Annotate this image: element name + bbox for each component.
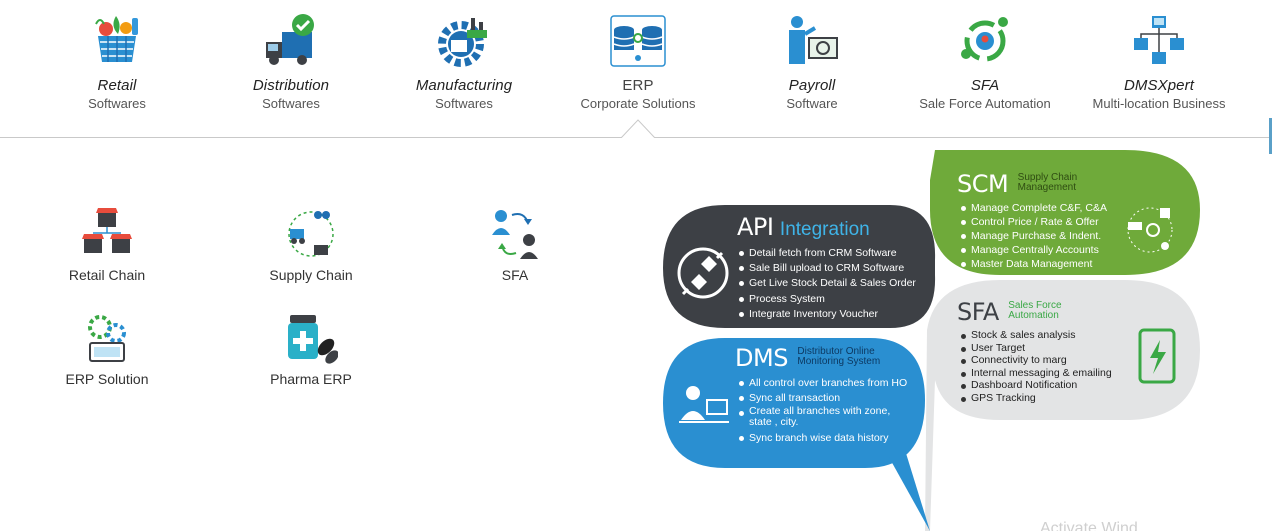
infographic-bubbles bbox=[663, 150, 1200, 531]
nav-item-title: SFA bbox=[970, 77, 1000, 94]
nav-item-title: Distribution bbox=[252, 77, 330, 94]
sfa-feature-item: GPS Tracking bbox=[959, 392, 1112, 405]
dms-bubble-shape bbox=[663, 338, 925, 468]
top-navigation: Retail Softwares Distribution Softwares … bbox=[0, 0, 1272, 154]
nav-item-payroll[interactable]: Payroll Software bbox=[727, 0, 897, 111]
pharma-bottle-icon bbox=[288, 315, 338, 364]
scm-feature-list: Manage Complete C&F, C&A Control Price /… bbox=[959, 201, 1107, 271]
sfa-feature-list: Stock & sales analysis User Target Conne… bbox=[959, 329, 1112, 404]
nav-item-erp[interactable]: ERP Corporate Solutions bbox=[553, 0, 723, 111]
plug-icon bbox=[677, 247, 729, 299]
monitoring-person-icon bbox=[679, 386, 729, 423]
dms-title: DMS bbox=[735, 344, 788, 372]
nav-item-retail[interactable]: Retail Softwares bbox=[32, 0, 202, 111]
api-feature-item: Sale Bill upload to CRM Software bbox=[737, 261, 916, 276]
erp-infographic: API Integration Detail fetch from CRM So… bbox=[655, 150, 1272, 531]
supply-network-icon bbox=[1127, 207, 1173, 253]
scm-feature-item: Control Price / Rate & Offer bbox=[959, 215, 1107, 229]
scroll-edge bbox=[1269, 118, 1272, 154]
mobile-phone-icon bbox=[1138, 328, 1176, 384]
sfa-bubble-shape bbox=[925, 280, 1200, 531]
nav-item-subtitle: Software bbox=[786, 96, 838, 111]
dms-feature-list: All control over branches from HO Sync a… bbox=[737, 376, 907, 447]
nav-item-subtitle: Multi-location Business bbox=[1092, 96, 1226, 111]
scm-feature-item: Manage Centrally Accounts bbox=[959, 243, 1107, 257]
submenu-item-retail-chain[interactable]: Retail Chain bbox=[32, 207, 182, 283]
sales-team-icon bbox=[492, 210, 538, 259]
activation-watermark: Activate Wind bbox=[1040, 520, 1138, 531]
nav-item-title: Retail bbox=[97, 77, 137, 94]
factory-gear-icon bbox=[438, 18, 487, 67]
scm-title: SCM bbox=[957, 170, 1009, 198]
api-subtitle: Integration bbox=[779, 219, 870, 240]
nav-item-subtitle: Softwares bbox=[88, 96, 146, 111]
submenu-item-sfa[interactable]: SFA bbox=[440, 207, 590, 283]
api-feature-item: Detail fetch from CRM Software bbox=[737, 246, 916, 261]
api-feature-item: Get Live Stock Detail & Sales Order bbox=[737, 276, 916, 291]
sfa-feature-item: Internal messaging & emailing bbox=[959, 367, 1112, 380]
payroll-icon bbox=[789, 16, 838, 64]
nav-item-subtitle: Corporate Solutions bbox=[580, 96, 696, 111]
network-computers-icon bbox=[1134, 16, 1184, 64]
dms-feature-item: Sync branch wise data history bbox=[737, 431, 907, 446]
submenu-item-label: Supply Chain bbox=[269, 267, 353, 283]
shopping-basket-icon bbox=[95, 16, 138, 62]
api-bubble-shape bbox=[663, 205, 936, 328]
nav-item-title: ERP bbox=[622, 77, 654, 94]
nav-item-subtitle: Sale Force Automation bbox=[919, 96, 1051, 111]
dms-feature-continuation: state , city. bbox=[749, 416, 799, 429]
nav-item-sfa[interactable]: SFA Sale Force Automation bbox=[900, 0, 1070, 111]
sfa-feature-item: Connectivity to marg bbox=[959, 354, 1112, 367]
location-network-icon bbox=[961, 17, 1008, 62]
nav-item-subtitle: Softwares bbox=[435, 96, 493, 111]
nav-item-title: Payroll bbox=[788, 77, 836, 94]
sfa-feature-item: Stock & sales analysis bbox=[959, 329, 1112, 342]
api-feature-item: Integrate Inventory Voucher bbox=[737, 307, 916, 322]
nav-item-distribution[interactable]: Distribution Softwares bbox=[206, 0, 376, 111]
delivery-truck-icon bbox=[266, 14, 314, 65]
sfa-feature-item: User Target bbox=[959, 342, 1112, 355]
sfa-title: SFA bbox=[957, 298, 999, 326]
sfa-subtitle-line2: Automation bbox=[1008, 310, 1059, 321]
scm-feature-item: Master Data Management bbox=[959, 257, 1107, 271]
active-pointer bbox=[621, 119, 655, 139]
dms-bubble-tail bbox=[885, 450, 930, 531]
supply-chain-icon bbox=[288, 211, 334, 257]
submenu-item-label: ERP Solution bbox=[65, 371, 149, 387]
submenu-item-supply-chain[interactable]: Supply Chain bbox=[236, 207, 386, 283]
api-feature-item: Process System bbox=[737, 292, 916, 307]
nav-item-title: Manufacturing bbox=[415, 77, 513, 94]
nav-item-manufacturing[interactable]: Manufacturing Softwares bbox=[379, 0, 549, 111]
scm-subtitle-line1: Supply Chain bbox=[1017, 172, 1078, 183]
scm-feature-item: Manage Purchase & Indent. bbox=[959, 229, 1107, 243]
scm-feature-item: Manage Complete C&F, C&A bbox=[959, 201, 1107, 215]
api-feature-list: Detail fetch from CRM Software Sale Bill… bbox=[737, 246, 916, 322]
nav-item-subtitle: Softwares bbox=[262, 96, 320, 111]
scm-subtitle-line2: Management bbox=[1017, 182, 1077, 193]
sfa-feature-item: Dashboard Notification bbox=[959, 379, 1112, 392]
dms-feature-item: All control over branches from HO bbox=[737, 376, 907, 391]
dms-feature-text: Create all branches with zone, bbox=[749, 405, 891, 418]
api-title: API bbox=[737, 213, 774, 241]
submenu-item-erp-solution[interactable]: ERP Solution bbox=[32, 311, 182, 387]
retail-stores-icon bbox=[82, 208, 132, 253]
database-icon bbox=[610, 15, 666, 67]
nav-item-title: DMSXpert bbox=[1124, 77, 1194, 94]
dms-subtitle-line2: Monitoring System bbox=[797, 356, 881, 367]
submenu-item-pharma-erp[interactable]: Pharma ERP bbox=[236, 311, 386, 387]
dms-feature-item: Create all branches with zone, state , c… bbox=[737, 406, 907, 428]
erp-gears-icon bbox=[88, 315, 126, 362]
scm-bubble-shape bbox=[930, 150, 1200, 275]
submenu-item-label: Retail Chain bbox=[68, 267, 146, 283]
nav-item-dmsxpert[interactable]: DMSXpert Multi-location Business bbox=[1074, 0, 1244, 111]
submenu-item-label: Pharma ERP bbox=[270, 371, 352, 387]
sfa-subtitle-line1: Sales Force bbox=[1008, 300, 1062, 311]
submenu-item-label: SFA bbox=[501, 267, 529, 283]
dms-subtitle-line1: Distributor Online bbox=[797, 346, 875, 357]
dms-feature-item: Sync all transaction bbox=[737, 391, 907, 406]
